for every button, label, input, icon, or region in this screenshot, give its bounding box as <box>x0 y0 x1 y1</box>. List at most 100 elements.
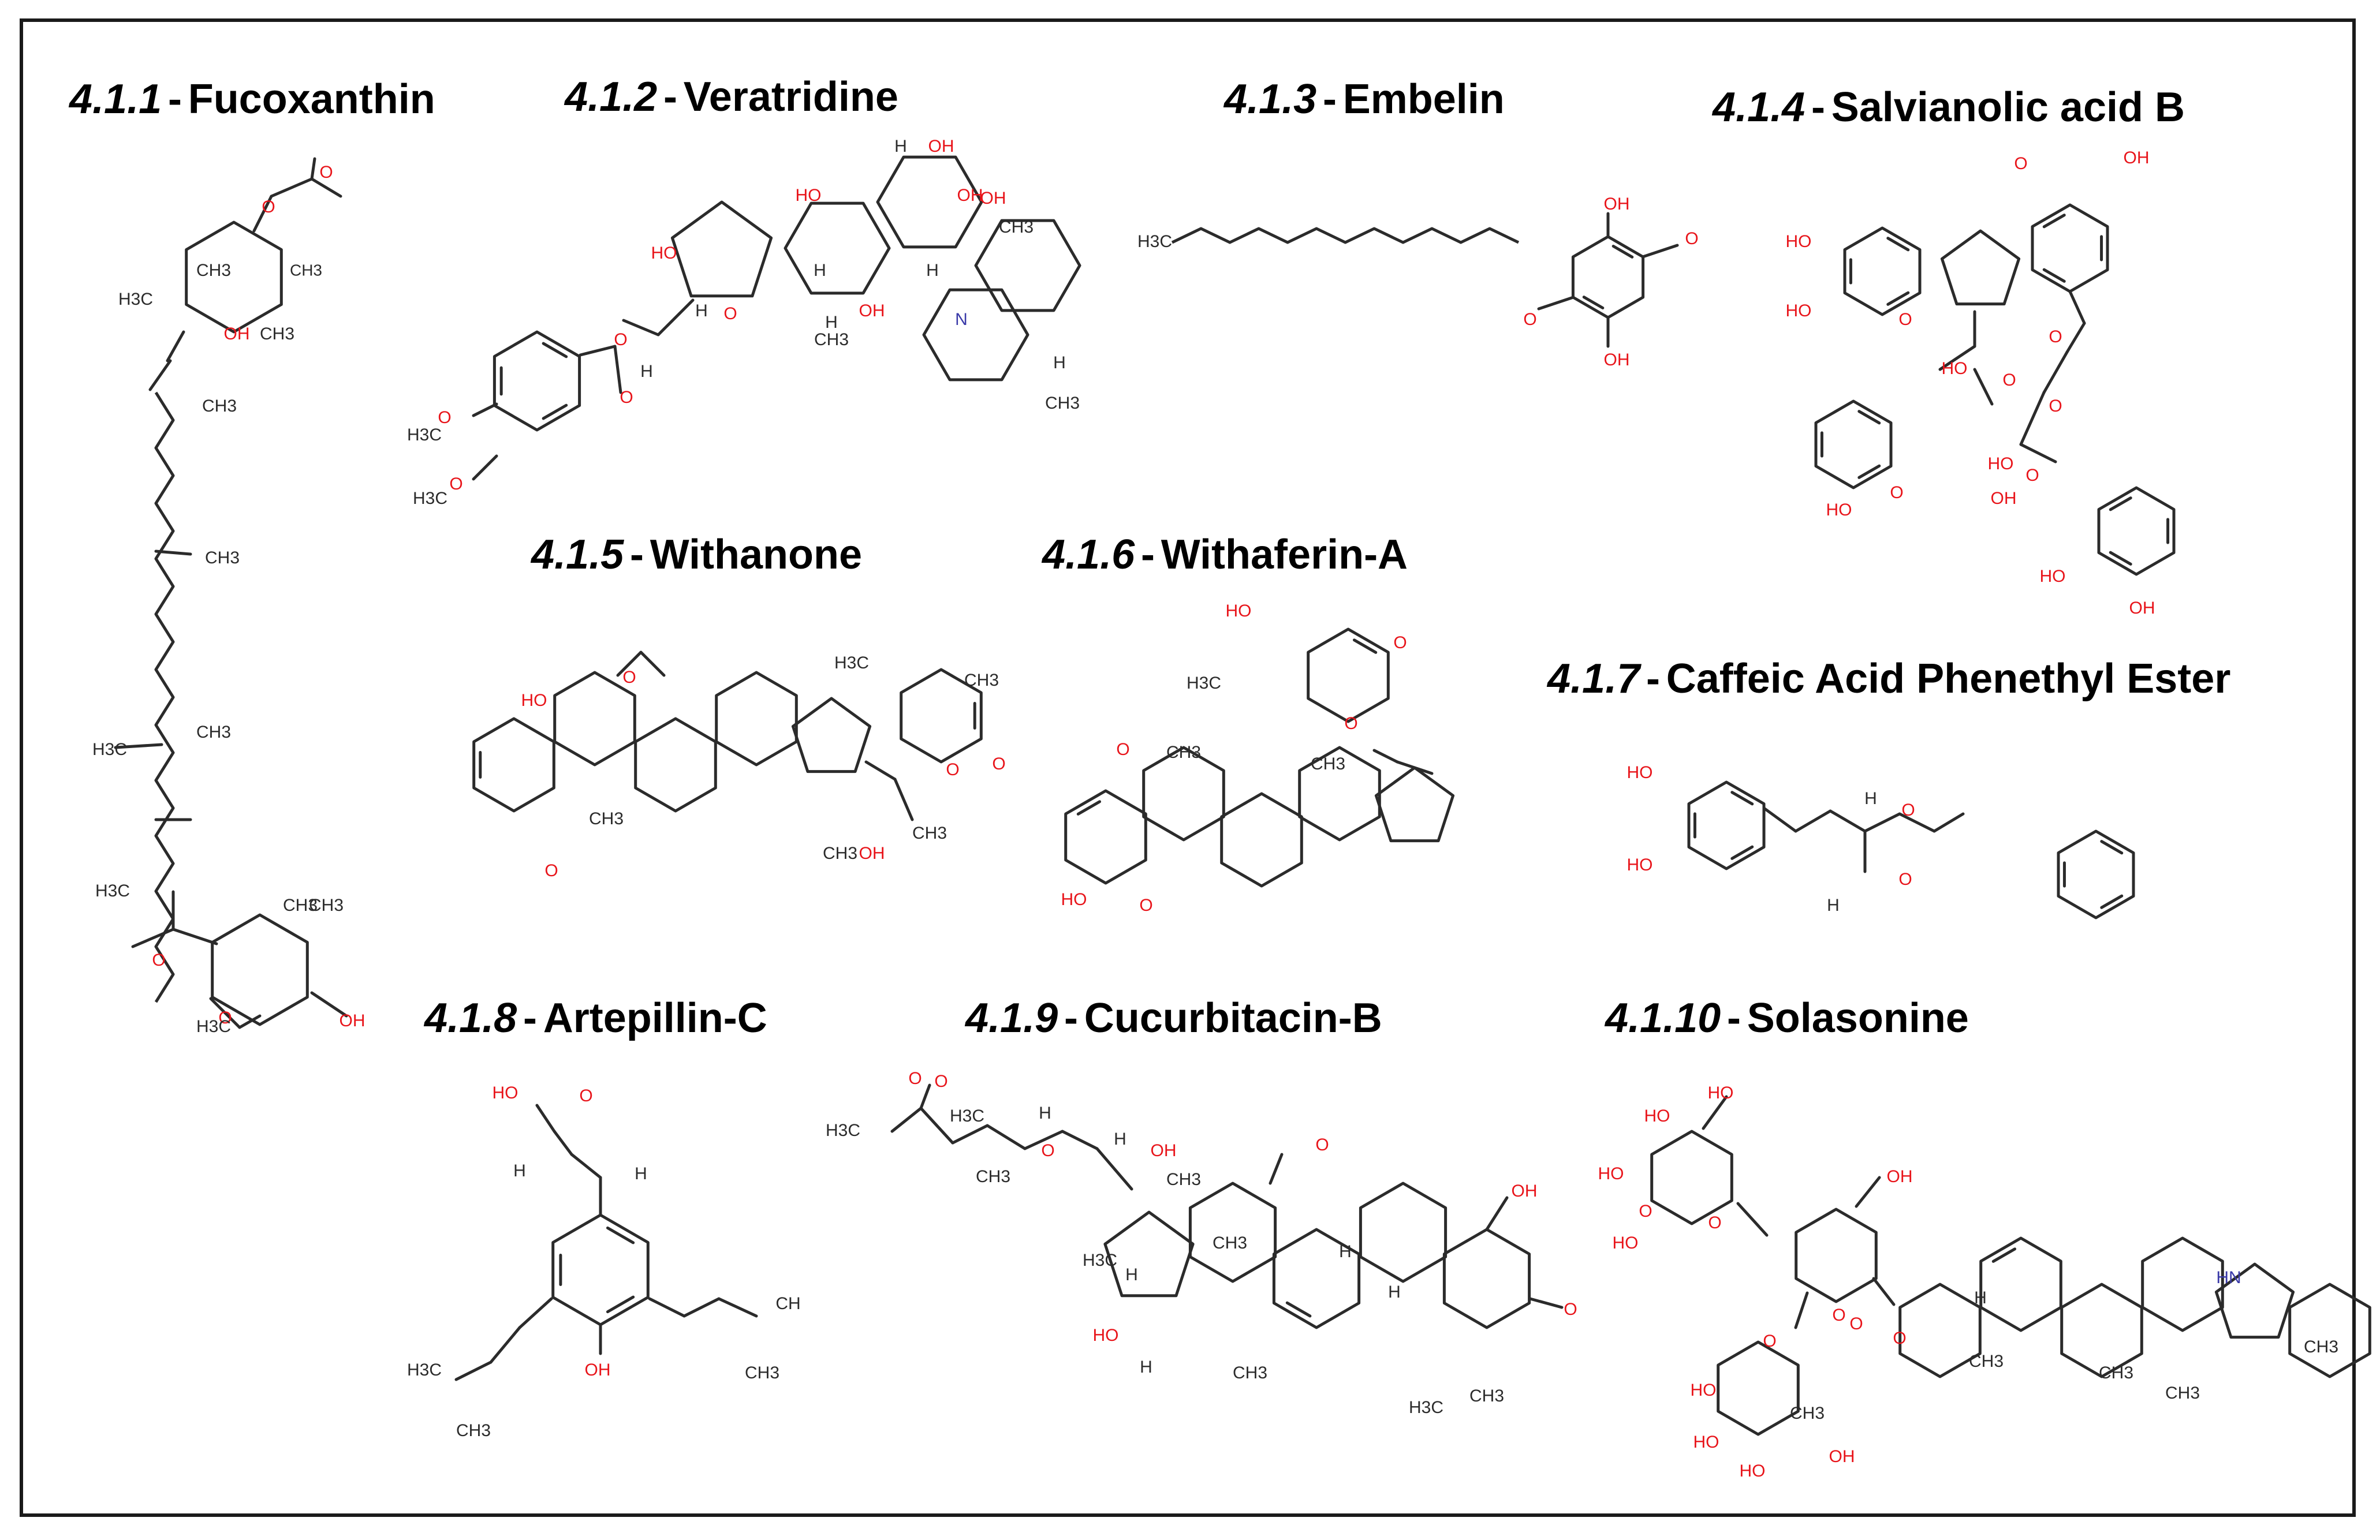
atom-label: HO <box>651 244 677 263</box>
atom-label: H <box>1125 1265 1138 1284</box>
caption-number: 4.1.7 <box>1547 656 1640 702</box>
atom-label: O <box>1685 229 1698 248</box>
atom-label: O <box>218 1008 232 1027</box>
atom-label: H <box>695 301 708 320</box>
atom-label: H <box>635 1164 647 1183</box>
atom-label: CH3 <box>283 896 318 915</box>
atom-label: O <box>1890 483 1903 502</box>
atom-label: H <box>814 261 826 280</box>
atom-label: HO <box>1826 500 1852 519</box>
atom-label: CH3 <box>1166 1170 1201 1189</box>
atom-label: H3C <box>1083 1251 1117 1270</box>
caption-number: 4.1.2 <box>565 74 658 120</box>
atom-label: O <box>2002 371 2016 390</box>
atom-label: CH3 <box>2099 1363 2133 1382</box>
atom-label: H <box>1140 1358 1152 1377</box>
caption-withaferin-a: 4.1.6-Withaferin-A <box>1042 532 1408 578</box>
compound-name: Withanone <box>650 532 863 578</box>
atom-label: HO <box>521 691 547 710</box>
atom-label: O <box>1763 1332 1776 1351</box>
atom-label: CH3 <box>202 397 237 416</box>
atom-label: CH3 <box>2304 1337 2338 1356</box>
atom-label: OH <box>2124 148 2150 167</box>
atom-label: H <box>1388 1283 1401 1302</box>
atom-label: O <box>946 760 959 779</box>
atom-label: HO <box>1644 1107 1670 1126</box>
caption-number: 4.1.5 <box>531 532 624 578</box>
compound-name: Embelin <box>1342 76 1505 122</box>
atom-label: O <box>620 388 633 407</box>
atom-label: HO <box>1691 1381 1717 1400</box>
atom-label: H3C <box>826 1121 860 1140</box>
atom-label: O <box>2049 327 2062 346</box>
caption-number: 4.1.6 <box>1042 532 1135 578</box>
atom-label: HO <box>493 1083 518 1102</box>
atom-label: HO <box>1786 232 1812 251</box>
atom-label: O <box>614 330 627 349</box>
atom-label: HO <box>1740 1461 1766 1481</box>
atom-label: H3C <box>92 740 127 759</box>
atom-label: O <box>1639 1202 1652 1221</box>
atom-label: O <box>1901 801 1915 820</box>
atom-label: O <box>449 474 462 494</box>
compound-name: Cucurbitacin-B <box>1084 995 1382 1041</box>
caption-number: 4.1.4 <box>1713 84 1805 130</box>
atom-label: OH <box>980 189 1006 208</box>
atom-label: O <box>1898 870 1912 889</box>
atom-label: CH3 <box>309 896 344 915</box>
atom-label: O <box>2025 466 2039 485</box>
compound-name: Artepillin-C <box>543 995 767 1041</box>
atom-label: HO <box>1942 359 1968 378</box>
atom-label: H <box>640 362 653 381</box>
atom-label: OH <box>928 137 954 156</box>
atom-label: OH <box>859 844 885 863</box>
atom-label: O <box>1344 714 1357 733</box>
atom-label: CH3 <box>912 824 947 843</box>
atom-label: H <box>1864 789 1877 808</box>
atom-label: H <box>1974 1288 1987 1307</box>
atom-label: OH <box>859 301 885 320</box>
atom-label: CH3 <box>1233 1363 1267 1382</box>
atom-label: CH3 <box>196 261 231 280</box>
atom-label: CH3 <box>205 548 240 567</box>
atom-label: O <box>319 163 333 182</box>
caption-cape: 4.1.7-Caffeic Acid Phenethyl Ester <box>1547 656 2231 702</box>
atom-label: CH3 <box>1311 754 1345 773</box>
caption-withanone: 4.1.5-Withanone <box>531 532 863 578</box>
atom-label: O <box>1393 633 1407 652</box>
atom-label: OH <box>1829 1447 1855 1466</box>
caption-fucoxanthin: 4.1.1-Fucoxanthin <box>69 76 435 122</box>
compound-name: Caffeic Acid Phenethyl Ester <box>1666 656 2231 702</box>
atom-label: HO <box>1598 1164 1624 1183</box>
atom-label: H3C <box>834 653 869 672</box>
atom-label: H3C <box>1187 674 1221 693</box>
atom-label: H <box>825 313 838 332</box>
atom-label: CH3 <box>1969 1352 2004 1371</box>
atom-label: CH3 <box>1166 743 1201 762</box>
atom-label: OH <box>1151 1141 1177 1160</box>
atom-label: OH <box>1887 1167 1913 1186</box>
atom-label: O <box>1849 1314 1863 1333</box>
atom-label: CH3 <box>196 723 231 742</box>
caption-artepillin-c: 4.1.8-Artepillin-C <box>424 995 767 1041</box>
atom-label: CH3 <box>814 330 849 349</box>
atom-label: CH3 <box>260 324 294 343</box>
atom-label: OH <box>1604 350 1630 369</box>
atom-label: O <box>1315 1135 1329 1154</box>
atom-label: HN <box>2216 1268 2241 1287</box>
atom-label: H3C <box>407 1360 442 1380</box>
atom-label: OH <box>340 1011 365 1030</box>
atom-label: OH <box>585 1360 611 1380</box>
atom-label: O <box>2014 154 2027 173</box>
atom-label: H3C <box>950 1107 984 1126</box>
atom-label: HO <box>1786 301 1812 320</box>
atom-label: O <box>1139 896 1152 915</box>
atom-label: O <box>1041 1141 1054 1160</box>
atom-label: HO <box>1708 1083 1734 1102</box>
atom-label: CH3 <box>1790 1404 1825 1423</box>
